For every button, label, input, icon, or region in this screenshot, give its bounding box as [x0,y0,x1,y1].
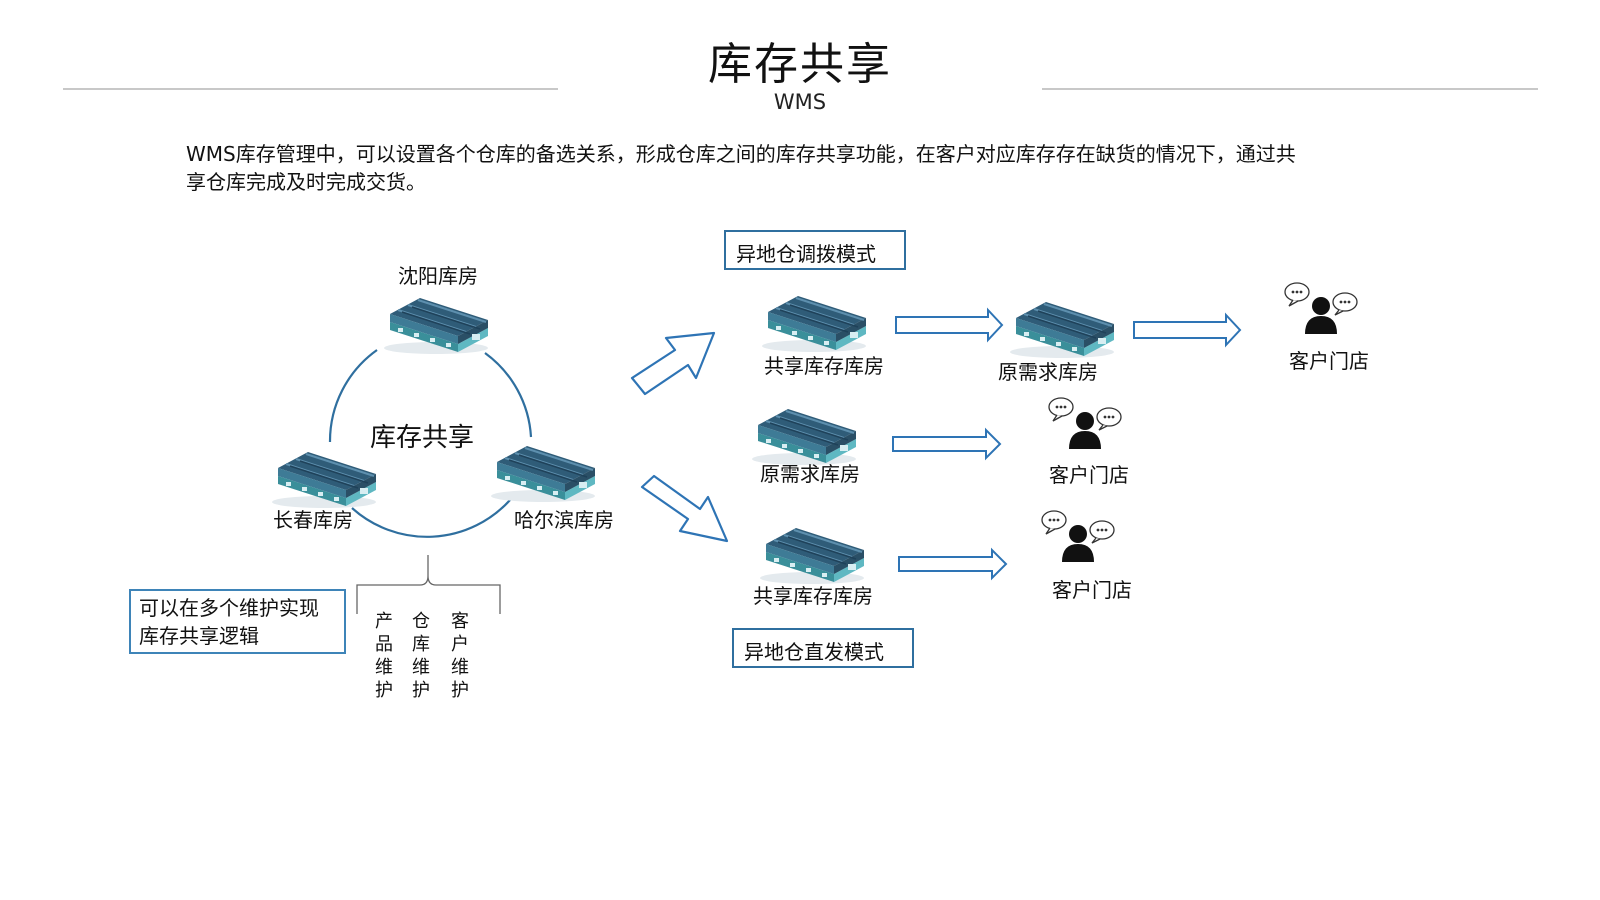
header-rule-right [1042,88,1538,90]
warehouse-label-changchun: 长春库房 [273,508,353,532]
mode-transfer-label: 异地仓调拨模式 [736,242,876,266]
row1-from-label: 共享库存库房 [764,354,884,378]
page-subtitle: WMS [773,90,827,114]
hollow-arrow-icon-row3 [898,547,1008,581]
mode-box-transfer: 异地仓调拨模式 [724,230,906,270]
row2-from-label: 原需求库房 [760,462,860,486]
cycle-arc-left [328,349,378,443]
maintenance-column-customer: 客户维护 [451,611,469,701]
warehouse-label-shenyang: 沈阳库房 [398,264,478,288]
hollow-arrow-icon-row2 [892,427,1002,461]
cycle-center-label: 库存共享 [370,423,475,453]
row3-from-label: 共享库存库房 [753,584,873,608]
warehouse-icon-row1-shared [762,295,867,353]
cycle-arc-bottom [351,499,511,538]
row2-to-label: 客户门店 [1049,463,1129,487]
hollow-arrow-icon-row1-a [895,307,1004,343]
cycle-arc-top-right [484,352,533,438]
note-box: 可以在多个维护实现库存共享逻辑 [129,589,346,654]
maintenance-column-product: 产品维护 [375,611,393,701]
customer-icon-row2 [1048,397,1122,450]
warehouse-icon-row3-shared [760,527,865,585]
warehouse-label-harbin: 哈尔滨库房 [514,508,614,532]
maintenance-column-warehouse: 仓库维护 [412,611,430,701]
maintenance-brace [356,555,501,614]
header-rule-left [63,88,558,90]
row3-to-label: 客户门店 [1052,578,1132,602]
mode-direct-label: 异地仓直发模式 [744,640,884,664]
row1-via-label: 原需求库房 [998,360,1098,384]
customer-icon-row3 [1041,510,1115,563]
customer-icon-row1 [1284,282,1358,335]
row1-to-label: 客户门店 [1289,349,1369,373]
mode-box-direct: 异地仓直发模式 [732,628,914,668]
hollow-arrow-icon-row1-b [1133,312,1242,348]
hollow-arrow-icon-down [640,474,729,543]
page-title: 库存共享 [708,39,892,90]
warehouse-icon-row1-original [1010,301,1115,359]
description-text: WMS库存管理中，可以设置各个仓库的备选关系，形成仓库之间的库存共享功能，在客户… [186,142,1296,194]
hollow-arrow-icon-up [630,331,716,396]
